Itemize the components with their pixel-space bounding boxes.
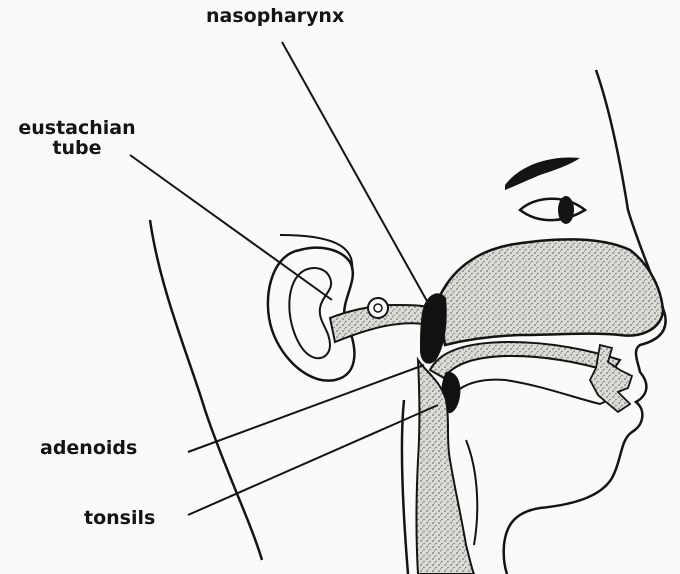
label-adenoids: adenoids (40, 438, 137, 458)
eye-pupil (558, 196, 574, 224)
neck-back-outline (402, 400, 408, 574)
label-nasopharynx: nasopharynx (206, 6, 344, 26)
eye-outline (520, 199, 585, 220)
nasopharynx-dark-tissue (420, 293, 447, 363)
label-eustachian-line2: tube (10, 138, 144, 158)
head-back-outline (150, 220, 262, 560)
tonsils-leader-line (188, 405, 438, 515)
adenoids-leader-line (188, 365, 424, 452)
eyebrow (505, 157, 580, 190)
windpipe-front (466, 440, 477, 545)
label-tonsils: tonsils (84, 508, 155, 528)
label-eustachian-tube: eustachian tube (10, 118, 144, 158)
ear-inner (289, 268, 331, 358)
label-eustachian-line1: eustachian (10, 118, 144, 138)
middle-ear-bulb (368, 298, 388, 318)
nasal-cavity (438, 239, 663, 345)
eustachian-leader-line (130, 155, 332, 300)
